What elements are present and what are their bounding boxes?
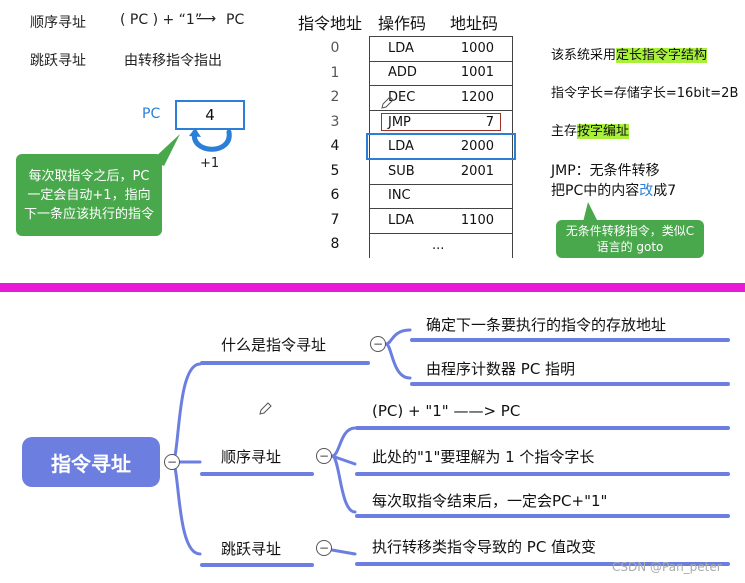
pc-register-box: 4 (175, 100, 245, 130)
plus-one-label: +1 (200, 156, 220, 171)
branch-underline (200, 361, 370, 365)
operand-cell: 2001 (460, 163, 494, 179)
leaf-word-length[interactable]: 此处的"1"要理解为 1 个指令字长 (372, 448, 595, 466)
leaf-definition[interactable]: 确定下一条要执行的指令的存放地址 (426, 316, 667, 334)
sequential-addressing-label: 顺序寻址 (30, 15, 86, 31)
col-header-operand: 地址码 (450, 14, 499, 33)
operand-cell: 1000 (460, 40, 494, 56)
instruction-table: LDA 1000 ADD 1001 DEC 1200 JMP 7 LDA 200… (366, 36, 516, 258)
row-num: 6 (330, 187, 340, 203)
col-header-address: 指令地址 (298, 14, 363, 33)
opcode-cell: DEC (388, 89, 416, 105)
opcode-cell: JMP (388, 114, 411, 130)
fixed-length-prefix: 该系统采用 (551, 48, 617, 63)
collapse-root-icon[interactable]: − (164, 454, 180, 470)
sequential-formula: ( PC ) + “1” (120, 12, 203, 28)
jmp-desc-change: 改 (639, 183, 654, 199)
pencil-icon (259, 402, 272, 415)
addressing-unit-prefix: 主存 (551, 124, 578, 139)
operand-cell: 7 (485, 114, 494, 130)
leaf-jump-change[interactable]: 执行转移类指令导致的 PC 值改变 (372, 538, 597, 556)
jump-addressing-desc: 由转移指令指出 (124, 53, 222, 69)
mindmap-root[interactable]: 指令寻址 (22, 437, 160, 487)
branch-jump[interactable]: 跳跃寻址 (221, 540, 282, 558)
opcode-cell: ADD (388, 65, 417, 81)
section-divider (0, 283, 745, 292)
branch-underline (200, 472, 314, 476)
leaf-underline (355, 426, 730, 430)
operand-cell: 1200 (460, 89, 494, 105)
leaf-underline (355, 562, 730, 566)
row-num: 3 (330, 114, 340, 130)
jump-addressing-label: 跳跃寻址 (30, 53, 86, 69)
current-row-highlight (366, 133, 516, 160)
leaf-after-fetch[interactable]: 每次取指令结束后，一定会PC+"1" (372, 492, 608, 510)
leaf-pc-plus-one[interactable]: (PC) + "1" ——> PC (372, 402, 521, 420)
right-arrow-icon: ⟶ (196, 11, 217, 27)
watermark: CSDN @Pan_peter (612, 560, 722, 574)
row-num: 8 (330, 236, 340, 252)
branch-underline (200, 563, 314, 567)
jmp-desc-suffix: 成7 (653, 183, 677, 199)
opcode-cell: LDA (388, 139, 414, 155)
pc-increment-note: 每次取指令之后，PC一定会自动+1，指向下一条应该执行的指令 (16, 154, 162, 236)
branch-what-is-addressing[interactable]: 什么是指令寻址 (221, 336, 327, 354)
jmp-title: JMP：无条件转移 (551, 163, 660, 179)
sequential-target: PC (226, 12, 245, 28)
row-num: 7 (330, 212, 340, 228)
branch-sequential[interactable]: 顺序寻址 (221, 448, 282, 466)
leaf-underline (410, 382, 730, 386)
leaf-underline (410, 338, 730, 342)
opcode-cell: INC (388, 188, 411, 204)
pc-value: 4 (205, 106, 215, 124)
row-num: 1 (330, 65, 340, 81)
pencil-icon (381, 96, 394, 109)
jmp-row-highlight (381, 113, 501, 131)
row-num: 5 (330, 163, 340, 179)
collapse-branch-1-icon[interactable]: − (370, 336, 386, 352)
addressing-unit-note: 主存按字编址 (551, 120, 630, 139)
operand-cell: 1100 (460, 212, 494, 228)
fixed-length-note: 该系统采用定长指令字结构 (551, 44, 708, 63)
row-num: 2 (330, 89, 340, 105)
addressing-unit-highlight: 按字编址 (577, 124, 630, 139)
pc-label: PC (142, 106, 161, 122)
opcode-cell: LDA (388, 212, 414, 228)
opcode-cell: SUB (388, 163, 415, 179)
opcode-cell: LDA (388, 40, 414, 56)
row-number-column: 0 1 2 3 4 5 6 7 8 (325, 36, 345, 258)
col-header-opcode: 操作码 (378, 14, 427, 33)
leaf-pc-indicates[interactable]: 由程序计数器 PC 指明 (426, 360, 576, 378)
operand-cell: 2000 (460, 139, 494, 155)
jmp-desc-prefix: 把PC中的内容 (551, 183, 640, 199)
goto-note: 无条件转移指令，类似C语言的 goto (556, 220, 704, 258)
row-num: 4 (330, 138, 340, 154)
row-num: 0 (330, 40, 340, 56)
collapse-branch-3-icon[interactable]: − (316, 540, 332, 556)
note-pointer (152, 134, 180, 166)
leaf-underline (355, 514, 730, 518)
operand-cell: 1001 (460, 65, 494, 81)
fixed-length-highlight: 定长指令字结构 (616, 48, 708, 63)
collapse-branch-2-icon[interactable]: − (316, 448, 332, 464)
word-length-note: 指令字长=存储字长=16bit=2B (551, 86, 739, 101)
jmp-description: 把PC中的内容改成7 (551, 180, 676, 200)
opcode-cell: ... (432, 237, 445, 253)
leaf-underline (355, 472, 730, 476)
increment-loop-arrow-icon (189, 128, 232, 152)
